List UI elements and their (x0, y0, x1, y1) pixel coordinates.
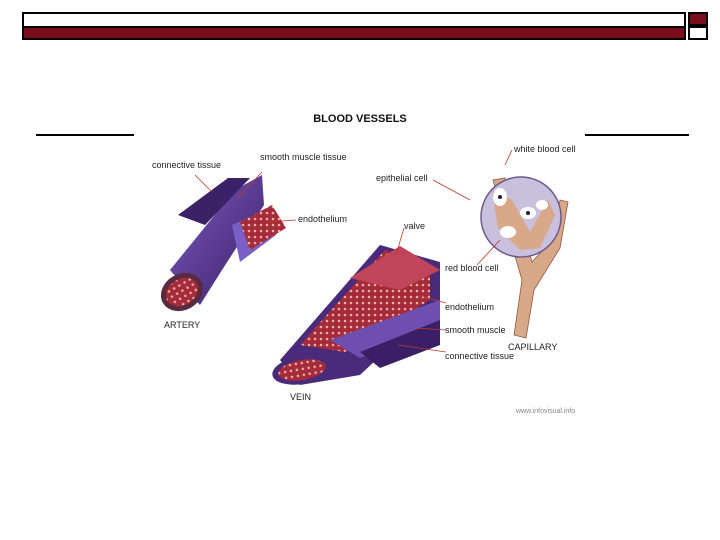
artery-name: ARTERY (164, 320, 200, 330)
image-credit: www.infovisual.info (515, 408, 575, 415)
header-square-empty (688, 26, 708, 40)
vein-name: VEIN (290, 392, 311, 402)
leader-lines (194, 149, 513, 353)
left-rule (36, 134, 134, 136)
diagram-title: BLOOD VESSELS (313, 113, 407, 125)
capillary-illustration (480, 176, 569, 339)
vein-illustration (272, 245, 440, 385)
vein-connective-label: connective tissue (445, 351, 514, 361)
vein-valve-label: valve (404, 221, 425, 231)
header-bottom-band (22, 28, 686, 40)
artery-smooth-muscle-label: smooth muscle tissue (260, 152, 347, 162)
right-rule (585, 134, 689, 136)
capillary-name: CAPILLARY (508, 342, 557, 352)
artery-illustration (160, 175, 286, 312)
artery-connective-label: connective tissue (152, 160, 221, 170)
vein-smooth-muscle-label: smooth muscle (445, 325, 506, 335)
slide-header-bar (22, 12, 708, 40)
capillary-white-cell-label: white blood cell (513, 144, 576, 154)
artery-endothelium-label: endothelium (298, 214, 347, 224)
capillary-red-cell-label: red blood cell (445, 263, 499, 273)
vein-endothelium-label: endothelium (445, 302, 494, 312)
header-top-band (22, 12, 686, 28)
capillary-epithelial-label: epithelial cell (376, 173, 428, 183)
header-square-filled (688, 12, 708, 26)
